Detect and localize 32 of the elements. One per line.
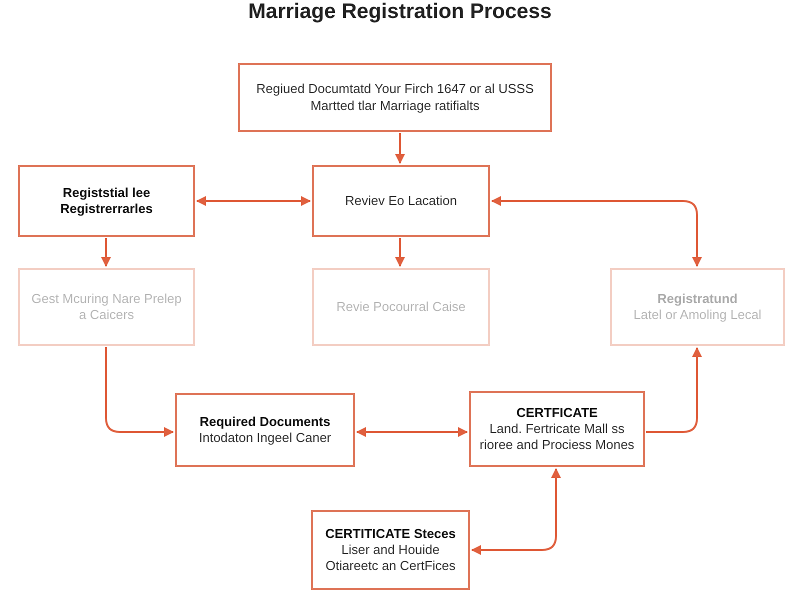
arrow <box>471 468 561 555</box>
process-box <box>469 391 645 467</box>
arrow <box>395 238 405 267</box>
box-text: Liser and Houide Otiareetc an CertFices <box>324 542 457 574</box>
process-box <box>18 165 195 237</box>
arrow <box>646 347 702 433</box>
process-box <box>311 510 470 590</box>
process-box <box>312 165 490 237</box>
arrow <box>101 238 111 267</box>
box-text: Regiued Documtatd Your Firch 1647 or al USSS Martted tlar Marriage ratifialts <box>255 81 535 114</box>
box-heading: CERTFICATE <box>516 404 598 421</box>
box-text: Registstial lee Registrerrarles <box>59 184 154 218</box>
diagram-title: Marriage Registration Process <box>247 0 553 24</box>
box-text: Latel or Amoling Lecal <box>634 307 762 324</box>
box-text: Land. Fertricate Mall ss rioree and Prociess Mones <box>479 420 635 454</box>
arrow <box>491 196 702 267</box>
arrow <box>395 133 405 164</box>
box-heading: Registratund <box>657 290 738 307</box>
box-heading: Required Documents <box>200 414 330 430</box>
process-box <box>312 268 490 346</box>
process-box <box>18 268 195 346</box>
box-heading: CERTITICATE Steces <box>325 526 456 542</box>
process-box <box>238 63 552 132</box>
arrow <box>196 196 311 206</box>
box-text: Intodaton Ingeel Caner <box>198 430 332 446</box>
box-text: Gest Mcuring Nare Prelep a Caicers <box>30 290 183 324</box>
process-box <box>610 268 785 346</box>
arrow <box>356 427 468 437</box>
box-text: Revie Pocourral Caise <box>336 298 466 316</box>
box-text: Reviev Eo Lacation <box>344 192 457 210</box>
arrow <box>105 347 174 437</box>
process-box <box>175 393 355 467</box>
